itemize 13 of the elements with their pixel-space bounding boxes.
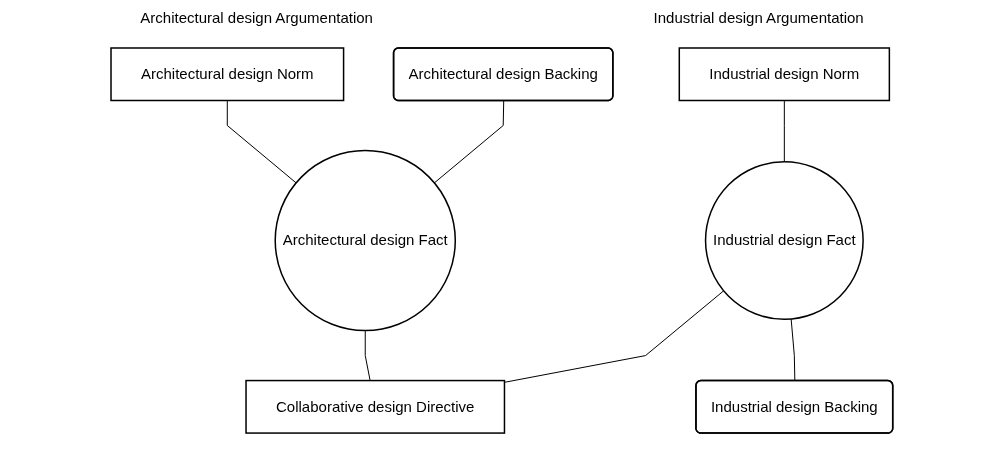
node-circle: Industrial design Fact: [704, 161, 864, 321]
connector: [434, 100, 505, 184]
connector: [364, 330, 371, 382]
connector: [226, 100, 297, 184]
heading-text: Industrial design Argumentation: [653, 8, 864, 26]
node-box: Collaborative design Directive: [245, 380, 506, 435]
connector: [783, 100, 785, 163]
connector: [790, 319, 796, 383]
heading-text: Architectural design Argumentation: [140, 8, 373, 26]
node-box: Industrial design Norm: [678, 47, 891, 102]
node-circle: Architectural design Fact: [274, 150, 457, 332]
connector: [504, 290, 725, 384]
node-box: Architectural design Norm: [110, 47, 345, 102]
